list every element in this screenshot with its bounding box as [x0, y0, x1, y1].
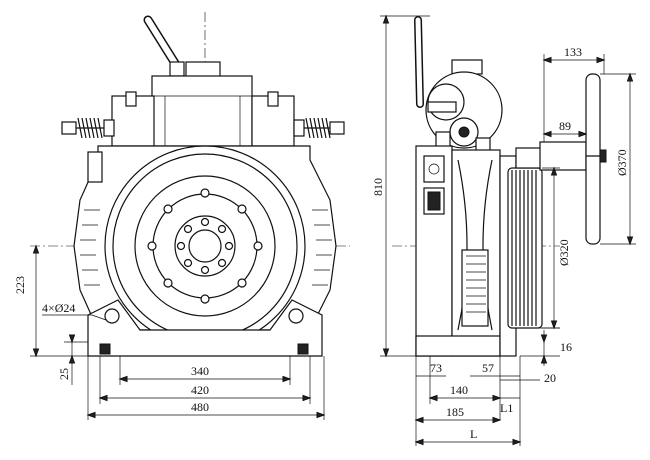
dim-20: 20: [500, 371, 556, 385]
outer-bolt-holes: [147, 188, 263, 304]
dim-810-label: 810: [371, 178, 385, 196]
dim-185-label: 185: [446, 405, 464, 419]
brake-spring-left: [61, 117, 115, 139]
dim-340-label: 340: [191, 364, 209, 378]
dim-20-label: 20: [544, 371, 556, 385]
dim-320: Ø320: [542, 166, 571, 330]
dim-holes: 4×Ø24: [42, 301, 107, 321]
dim-73-label: 73: [430, 361, 442, 375]
mount-hole-right: [288, 308, 304, 324]
dim-420-label: 420: [191, 383, 209, 397]
dim-89-label: 89: [559, 119, 571, 133]
dim-L-label: L: [470, 427, 477, 441]
dim-89: 89: [542, 119, 588, 138]
side-view: 810: [371, 14, 636, 446]
dim-370: Ø370: [600, 72, 636, 246]
brake-housing: [151, 75, 253, 147]
side-frame-left: [415, 145, 453, 357]
dim-16: 16: [520, 327, 572, 366]
dim-133-label: 133: [564, 45, 582, 59]
inner-bolt-holes: [176, 217, 234, 275]
dim-420: 420: [98, 356, 312, 404]
terminal-box: [87, 151, 103, 183]
dim-57-label: 57: [482, 361, 494, 375]
side-base: [415, 335, 501, 357]
shaft-hub: [188, 229, 222, 263]
dim-223-label: 223: [13, 276, 27, 294]
dim-L1-label: L1: [500, 401, 513, 415]
dim-140: 140: [428, 382, 502, 404]
rotor-circle: [134, 175, 276, 317]
dim-25-label: 25: [57, 368, 71, 380]
dim-133: 133: [542, 45, 606, 142]
dim-73: 73: [415, 356, 446, 446]
dim-140-label: 140: [450, 383, 468, 397]
dim-480: 480: [86, 356, 326, 420]
dim-16-label: 16: [560, 340, 572, 354]
handwheel-shaft: [539, 141, 587, 171]
front-view: 223 4×Ø24 25 340 420: [13, 12, 350, 420]
dim-223: 223: [13, 244, 88, 358]
release-lever: [143, 15, 185, 77]
dim-320-label: Ø320: [557, 239, 571, 266]
traction-sheave: [507, 167, 543, 329]
dim-810: 810: [371, 14, 430, 358]
dim-25: 25: [57, 334, 88, 385]
dim-480-label: 480: [191, 400, 209, 414]
dim-L1: L1: [500, 397, 520, 415]
dim-340: 340: [118, 356, 292, 385]
dim-370-label: Ø370: [615, 149, 629, 176]
dim-holes-label: 4×Ø24: [42, 301, 75, 315]
handwheel: [585, 73, 601, 245]
mount-hole-left: [104, 308, 120, 324]
dim-185: 185: [414, 405, 502, 424]
dim-57: 57: [470, 356, 521, 446]
base-feet: [87, 299, 323, 357]
terminal-box-side: [423, 155, 445, 183]
brake-spring-right: [293, 117, 345, 139]
dim-L: L: [414, 427, 522, 446]
